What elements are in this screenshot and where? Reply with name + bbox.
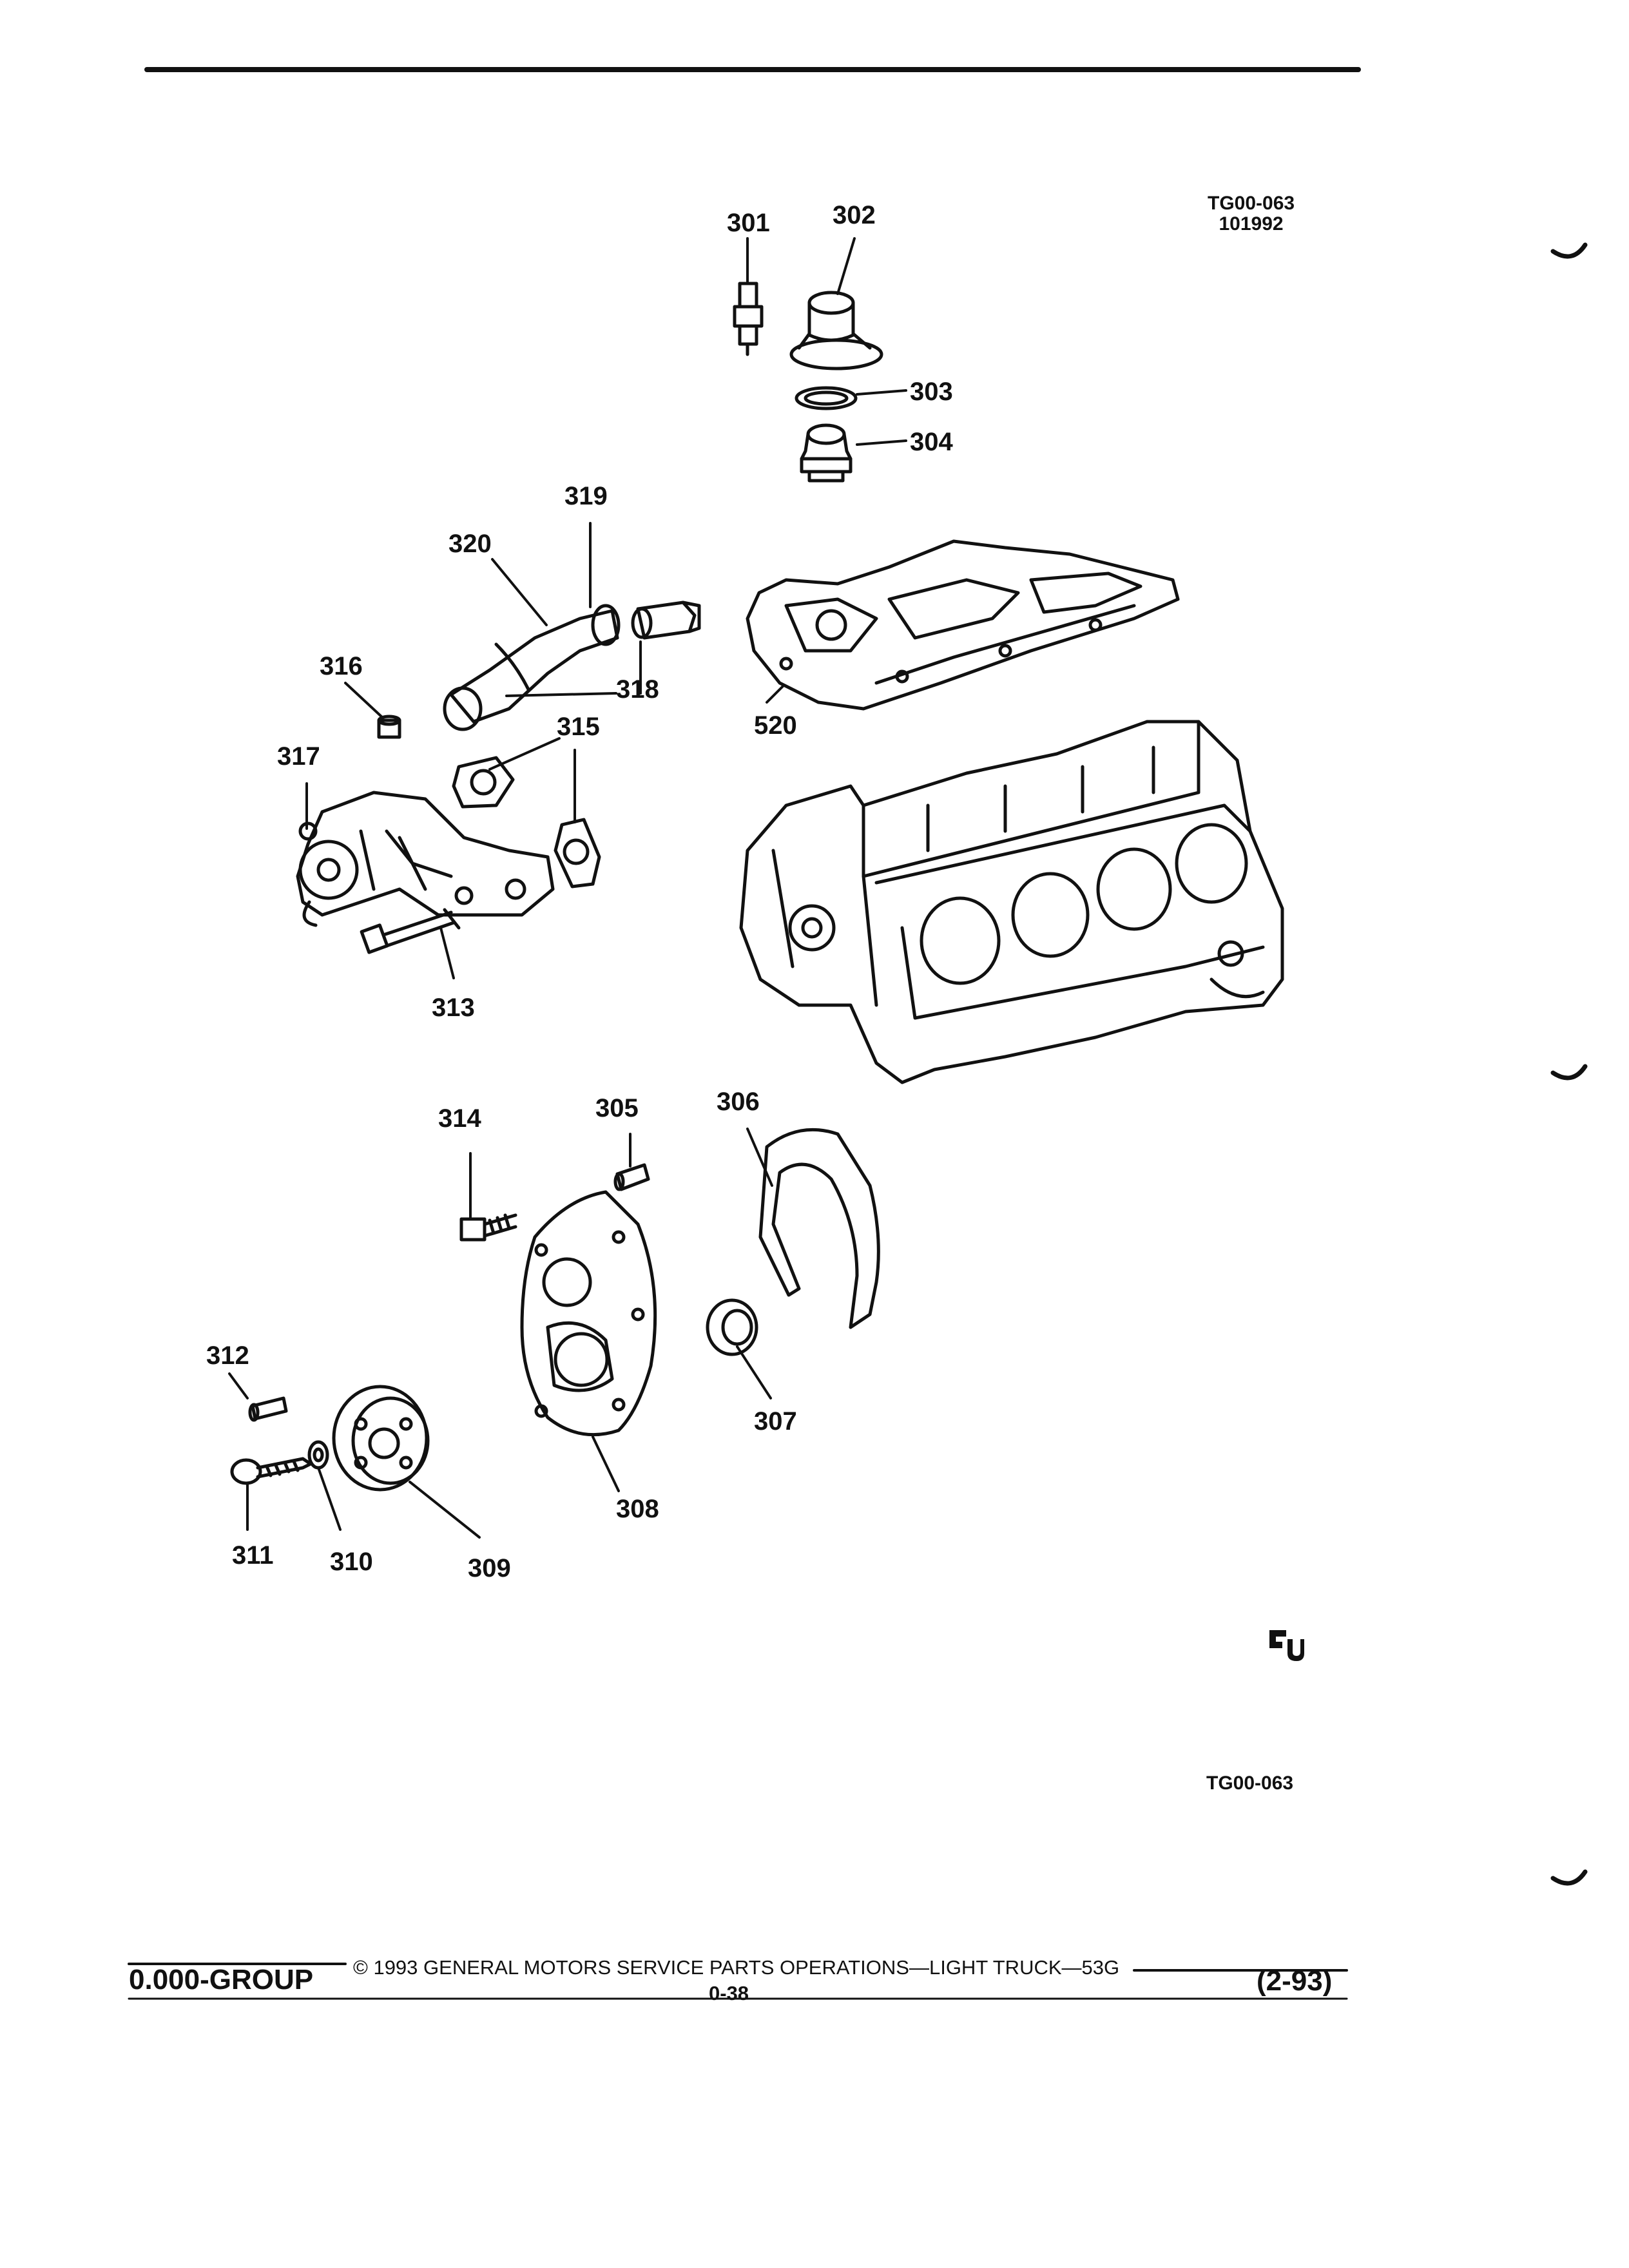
- callout-319: 319: [564, 482, 608, 510]
- callout-320: 320: [448, 530, 492, 558]
- callout-301: 301: [727, 209, 770, 237]
- callout-303: 303: [910, 378, 953, 406]
- part-316-plug: [377, 715, 401, 739]
- part-314-bolt: [459, 1213, 517, 1242]
- part-318-fitting: [631, 601, 701, 640]
- part-312-dowel: [248, 1396, 288, 1422]
- engine-block: [739, 720, 1284, 1084]
- gm-spo-logo-icon: [1267, 1626, 1306, 1666]
- revision-date: (2-93): [1257, 1965, 1333, 1997]
- part-304-thermostat: [800, 423, 853, 483]
- callout-314: 314: [438, 1104, 481, 1133]
- callout-316: 316: [320, 652, 363, 680]
- copyright-line: © 1993 GENERAL MOTORS SERVICE PARTS OPER…: [353, 1956, 1120, 1979]
- part-301-sensor: [733, 282, 764, 356]
- figure-id: TG00-063: [1208, 193, 1295, 214]
- part-307-oil-seal: [706, 1298, 758, 1356]
- callout-307: 307: [754, 1407, 797, 1436]
- group-label: 0.000-GROUP: [129, 1964, 314, 1995]
- callout-317: 317: [277, 742, 320, 771]
- binder-mark: [1550, 242, 1588, 259]
- part-520-intake-manifold: [746, 539, 1180, 711]
- part-313-bolt: [360, 908, 461, 954]
- binder-mark: [1550, 1869, 1588, 1886]
- callout-304: 304: [910, 428, 953, 456]
- part-302-thermostat-housing: [789, 291, 883, 370]
- callout-305: 305: [595, 1094, 639, 1122]
- part-303-gasket: [795, 386, 858, 410]
- callout-520: 520: [754, 711, 797, 740]
- leader-lines: [228, 237, 907, 1539]
- callout-312: 312: [206, 1341, 249, 1370]
- figure-id-top: TG00-063 101992: [1208, 193, 1295, 235]
- part-317-water-pump: [296, 791, 555, 927]
- callout-315: 315: [557, 713, 600, 741]
- part-305-dowel: [613, 1163, 650, 1191]
- part-311-bolt: [230, 1457, 313, 1485]
- callout-311: 311: [232, 1541, 274, 1570]
- binder-mark: [1550, 1064, 1588, 1081]
- figure-id-bottom: TG00-063: [1206, 1773, 1294, 1794]
- callout-306: 306: [717, 1088, 760, 1116]
- page-number: 0-38: [709, 1982, 749, 2004]
- part-309-balancer: [332, 1385, 430, 1492]
- part-315-gasket-a: [452, 756, 515, 809]
- callout-313: 313: [432, 994, 475, 1022]
- part-320-water-tube: [443, 604, 621, 731]
- part-315-gasket-b: [554, 818, 601, 889]
- part-306-front-cover-gasket: [758, 1128, 880, 1329]
- date-code: 101992: [1219, 213, 1284, 235]
- callout-308: 308: [616, 1495, 659, 1523]
- part-308-front-cover: [520, 1190, 657, 1437]
- callout-318: 318: [616, 675, 659, 704]
- callout-302: 302: [833, 201, 876, 229]
- callout-310: 310: [330, 1548, 373, 1576]
- callout-309: 309: [468, 1554, 511, 1582]
